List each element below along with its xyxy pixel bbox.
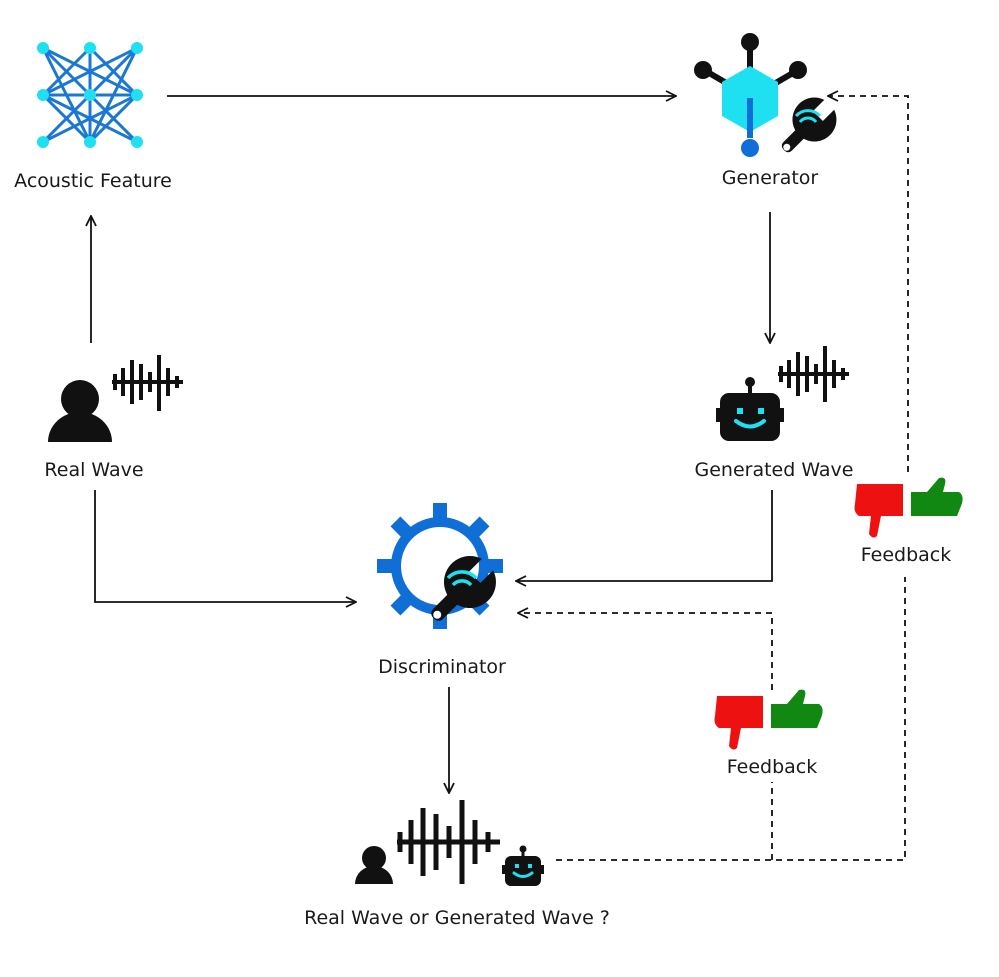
person-icon xyxy=(48,380,112,442)
generated-wave-label: Generated Wave xyxy=(694,459,854,481)
feedback-generator-label: Feedback xyxy=(860,544,952,566)
thumbs-down-up-icon xyxy=(714,689,823,750)
thumbs-up-icon xyxy=(911,477,963,516)
robot-icon xyxy=(502,845,544,886)
waveform-icon xyxy=(112,355,183,411)
neural-network-icon xyxy=(37,42,143,148)
edge-generatedwave-to-discriminator xyxy=(516,490,773,581)
waveform-icon xyxy=(778,346,849,402)
connectors xyxy=(91,96,772,793)
output-label: Real Wave or Generated Wave ? xyxy=(304,907,610,929)
generator-icon xyxy=(694,33,837,157)
feedback-discriminator-label: Feedback xyxy=(726,756,818,778)
thumbs-up-icon xyxy=(771,689,823,728)
discriminator-label: Discriminator xyxy=(378,656,506,678)
robot-waveform-icon xyxy=(716,346,849,441)
generator-label: Generator xyxy=(721,167,819,189)
person-waveform-icon xyxy=(48,355,183,442)
gear-wrench-icon xyxy=(377,503,503,629)
acoustic-feature-label: Acoustic Feature xyxy=(14,170,172,192)
edge-feedback-disc-to-discriminator xyxy=(518,613,773,690)
wrench-icon xyxy=(431,556,496,621)
thumbs-down-icon xyxy=(854,484,903,538)
robot-icon xyxy=(716,377,784,441)
person-icon xyxy=(355,846,393,884)
person-waveform-robot-icon xyxy=(355,800,544,886)
real-wave-label: Real Wave xyxy=(44,459,144,481)
thumbs-down-icon xyxy=(714,696,763,750)
waveform-icon xyxy=(397,800,500,884)
wrench-icon xyxy=(781,97,837,153)
feedback-connectors xyxy=(518,96,909,861)
edge-feedback-gen-to-generator xyxy=(828,96,909,472)
edge-realwave-to-discriminator xyxy=(94,490,356,602)
thumbs-down-up-icon xyxy=(854,477,963,538)
